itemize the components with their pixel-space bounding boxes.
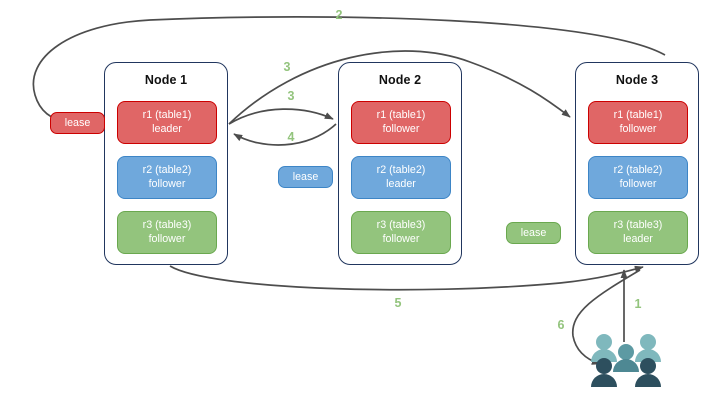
replica-role: follower — [148, 177, 186, 190]
replica-node3-r3[interactable]: r3 (table3) leader — [588, 211, 688, 254]
node-box-3[interactable]: Node 3 r1 (table1) follower r2 (table2) … — [575, 62, 699, 265]
replica-role: follower — [619, 177, 657, 190]
node-box-1[interactable]: Node 1 r1 (table1) leader r2 (table2) fo… — [104, 62, 228, 265]
replica-name: r1 (table1) — [142, 109, 192, 121]
replica-name: r2 (table2) — [142, 164, 192, 176]
replica-node2-r1[interactable]: r1 (table1) follower — [351, 101, 451, 144]
replica-name: r3 (table3) — [613, 219, 663, 231]
replica-role: leader — [386, 177, 416, 190]
replica-role: follower — [619, 122, 657, 135]
replica-node1-r1[interactable]: r1 (table1) leader — [117, 101, 217, 144]
replica-role: leader — [623, 232, 653, 245]
replica-name: r2 (table2) — [376, 164, 426, 176]
replica-role: follower — [382, 122, 420, 135]
replica-node1-r3[interactable]: r3 (table3) follower — [117, 211, 217, 254]
arrow-step-5 — [169, 265, 644, 291]
step-label-6: 6 — [557, 318, 565, 332]
replica-name: r1 (table1) — [613, 109, 663, 121]
replica-role: leader — [152, 122, 182, 135]
step-label-4: 4 — [287, 130, 295, 144]
replica-node3-r2[interactable]: r2 (table2) follower — [588, 156, 688, 199]
replica-name: r3 (table3) — [142, 219, 192, 231]
step-label-3-b: 3 — [287, 89, 295, 103]
replica-node1-r2[interactable]: r2 (table2) follower — [117, 156, 217, 199]
lease-chip-red[interactable]: lease — [50, 112, 105, 134]
arrow-step-3-to-node2 — [228, 108, 334, 125]
replica-name: r2 (table2) — [613, 164, 663, 176]
node-box-2[interactable]: Node 2 r1 (table1) follower r2 (table2) … — [338, 62, 462, 265]
replica-name: r3 (table3) — [376, 219, 426, 231]
lease-chip-blue[interactable]: lease — [278, 166, 333, 188]
replica-node3-r1[interactable]: r1 (table1) follower — [588, 101, 688, 144]
step-label-2: 2 — [335, 8, 343, 22]
users-group-icon — [591, 334, 661, 387]
lease-chip-green[interactable]: lease — [506, 222, 561, 244]
node-title-1: Node 1 — [144, 73, 188, 87]
node-title-2: Node 2 — [378, 73, 422, 87]
replica-role: follower — [148, 232, 186, 245]
replica-node2-r2[interactable]: r2 (table2) leader — [351, 156, 451, 199]
step-label-5: 5 — [394, 296, 402, 310]
step-label-3-a: 3 — [283, 60, 291, 74]
replica-name: r1 (table1) — [376, 109, 426, 121]
step-label-1: 1 — [634, 297, 642, 311]
node-title-3: Node 3 — [615, 73, 659, 87]
replica-node2-r3[interactable]: r3 (table3) follower — [351, 211, 451, 254]
replica-role: follower — [382, 232, 420, 245]
